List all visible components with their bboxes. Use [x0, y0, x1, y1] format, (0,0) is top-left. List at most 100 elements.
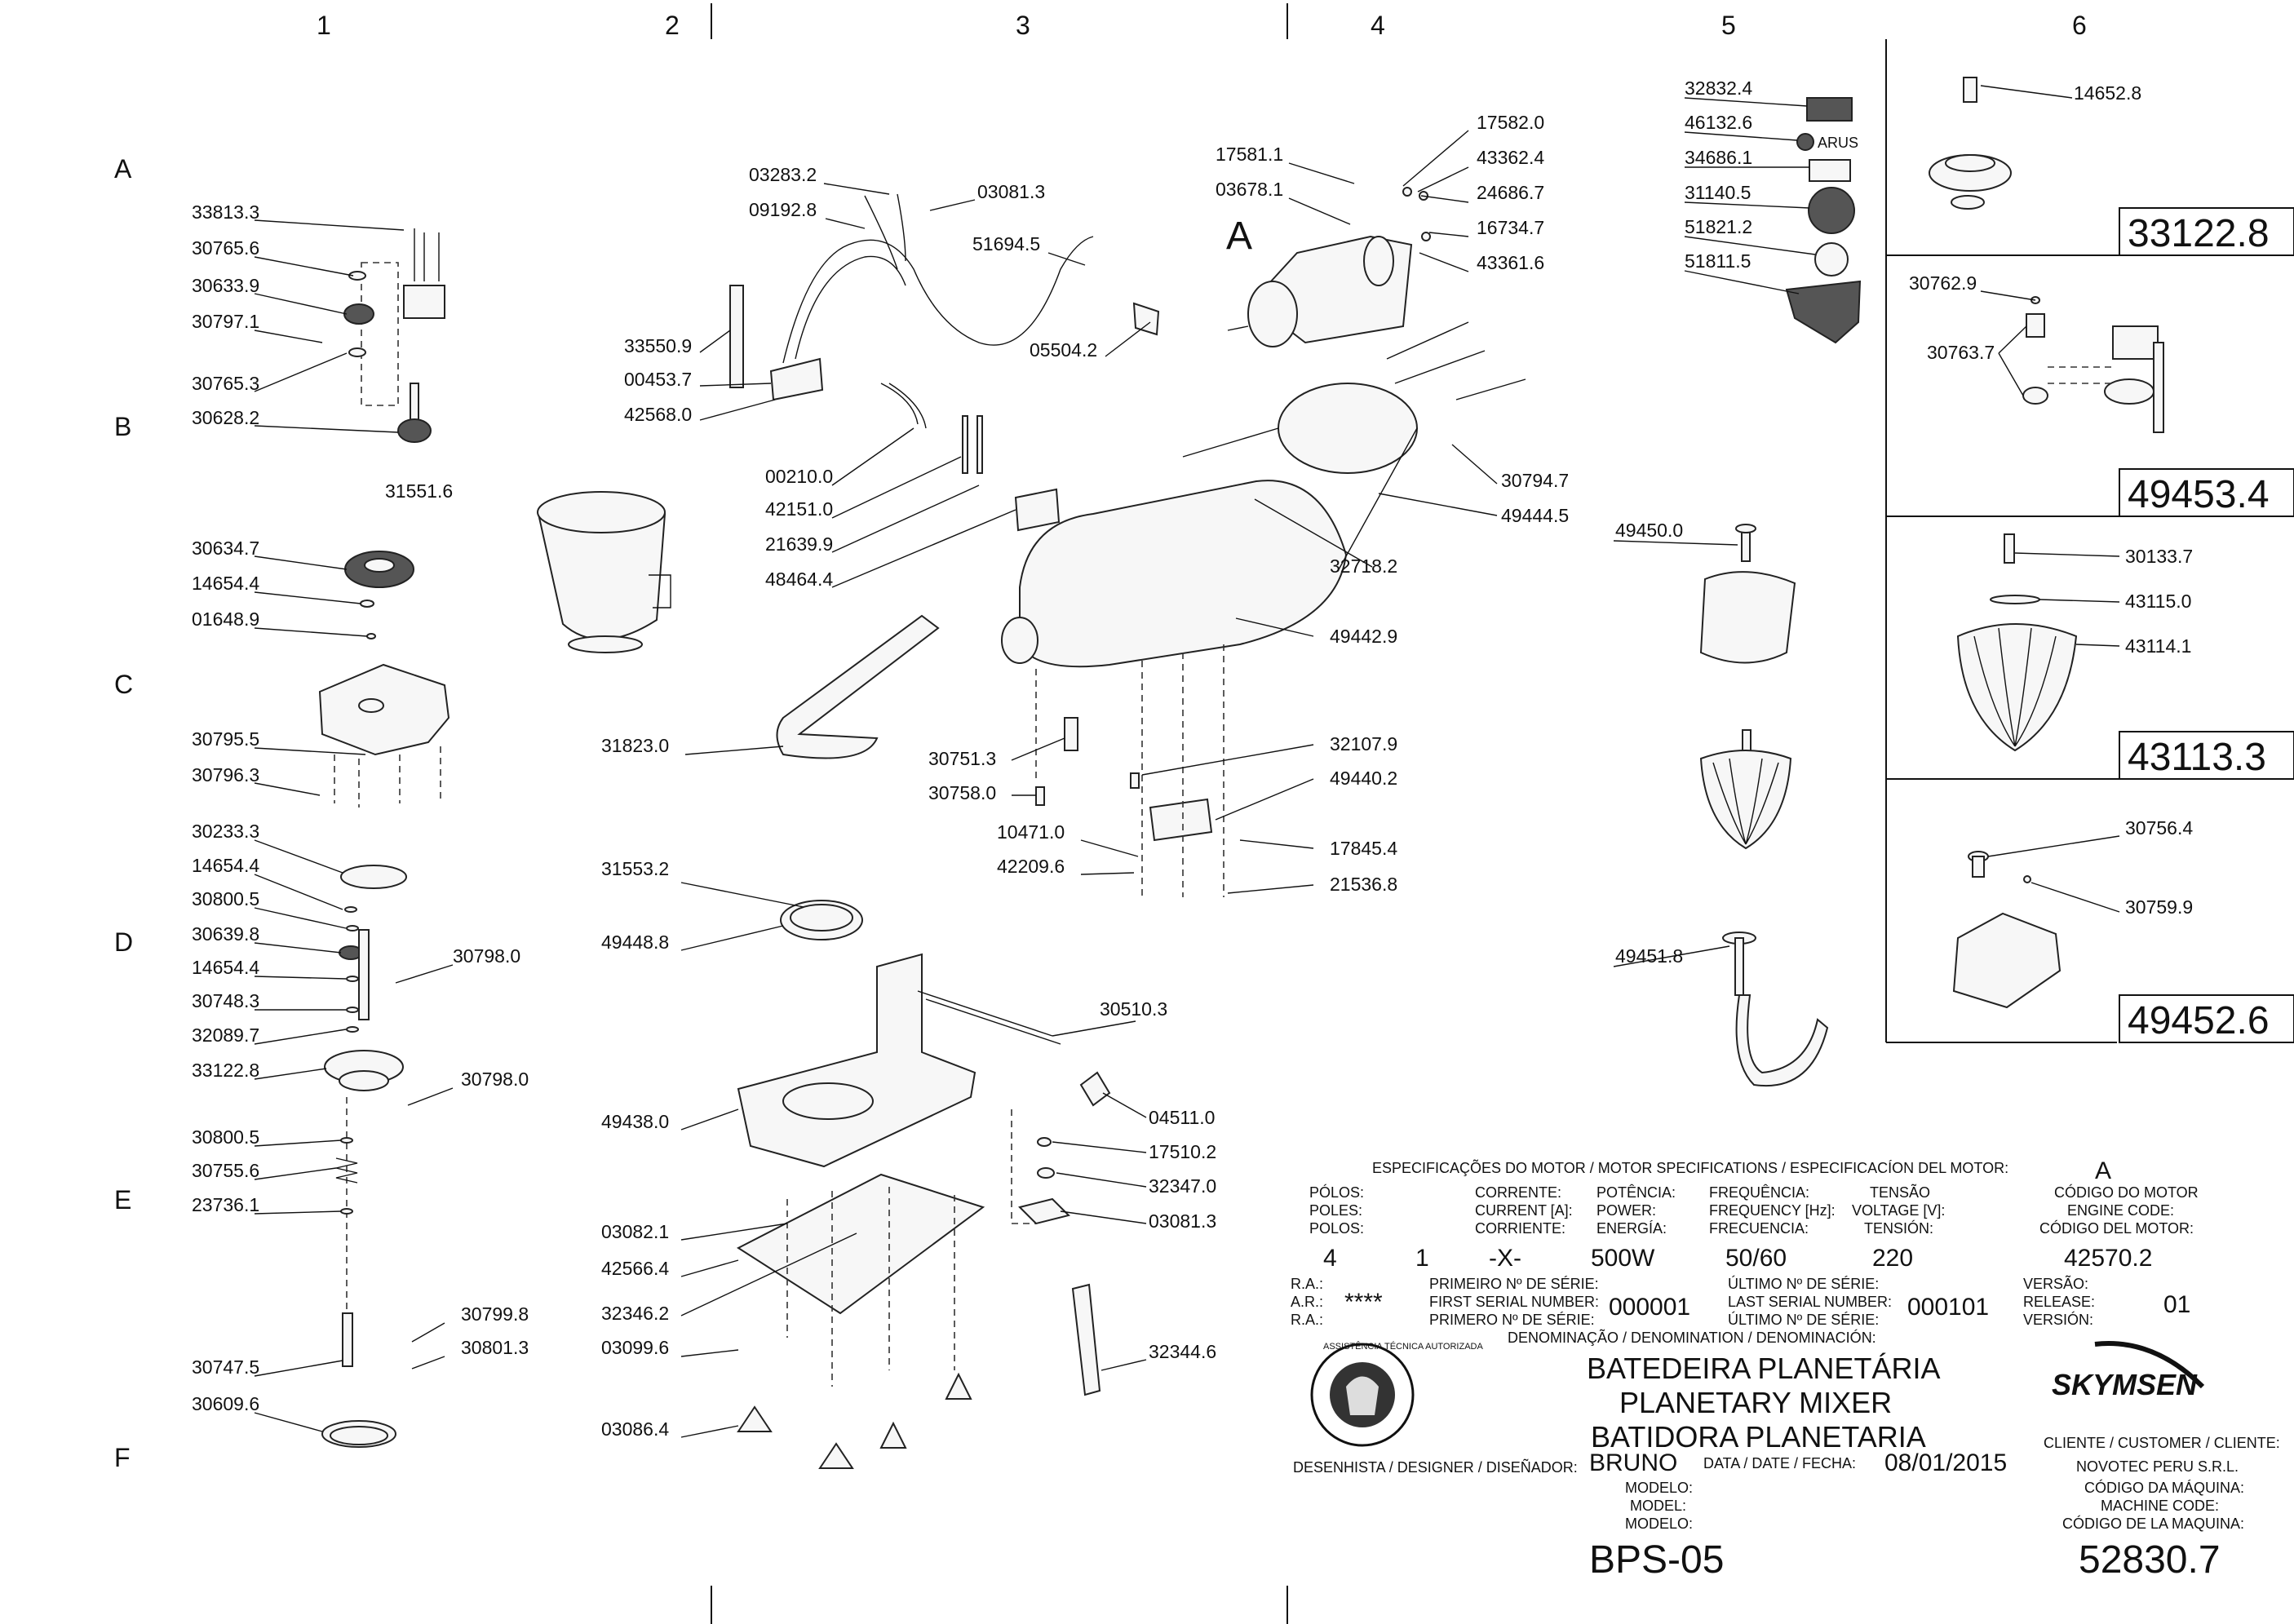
callout: 05504.2	[1030, 339, 1097, 361]
column-2-3-parts	[537, 193, 1526, 1469]
designer-label: DESENHISTA / DESIGNER / DISEÑADOR:	[1293, 1458, 1578, 1476]
callout: 21536.8	[1330, 874, 1397, 895]
callout: 42209.6	[997, 856, 1065, 877]
callout: 14654.4	[192, 573, 259, 594]
last-serial-label: ÚLTIMO Nº DE SÉRIE:	[1728, 1311, 1879, 1328]
callout: 03678.1	[1216, 179, 1283, 200]
callout: 30634.7	[192, 538, 259, 559]
callout: 30639.8	[192, 923, 259, 945]
date: 08/01/2015	[1884, 1449, 2007, 1476]
hdr-poles: POLOS:	[1309, 1220, 1364, 1237]
hdr-voltage: TENSIÓN:	[1864, 1219, 1933, 1237]
grid-row-e: E	[114, 1185, 131, 1215]
version-label: VERSÃO:	[2023, 1275, 2088, 1292]
assembly-box-2	[2119, 468, 2294, 517]
flat-beater	[1699, 571, 1796, 664]
assembly-code-4: 49452.6	[2128, 999, 2270, 1042]
first-serial-label: PRIMEIRO Nº DE SÉRIE:	[1429, 1276, 1599, 1292]
callout: 30765.3	[192, 373, 259, 394]
spec-values: 4 1 -X- 500W 50/60 220 42570.2	[1323, 1245, 2152, 1272]
callout: 30800.5	[192, 888, 259, 909]
pin-shaft	[342, 1312, 353, 1367]
callout: 32347.0	[1149, 1175, 1216, 1197]
bracket-outline	[361, 262, 399, 406]
customer-label: CLIENTE / CUSTOMER / CLIENTE:	[2044, 1435, 2280, 1451]
callout: 16734.7	[1477, 217, 1544, 238]
model-label: MODEL:	[1630, 1498, 1686, 1514]
val-poles: 4	[1323, 1245, 1337, 1272]
callout: 49444.5	[1501, 505, 1569, 526]
callout: 51811.5	[1685, 250, 1751, 272]
callout: 31823.0	[601, 735, 669, 756]
title-block: ESPECIFICAÇÕES DO MOTOR / MOTOR SPECIFIC…	[1291, 1157, 2280, 1582]
hdr-poles: POLES:	[1309, 1202, 1362, 1219]
callout: 03081.3	[977, 181, 1045, 202]
foot	[737, 1405, 773, 1432]
skymsen-brand: SKYMSEN	[2052, 1368, 2198, 1401]
callout: 43361.6	[1477, 252, 1544, 273]
callout: 30751.3	[928, 748, 996, 769]
callout: 03082.1	[601, 1221, 669, 1242]
spring	[335, 1157, 358, 1184]
column-4-parts: A	[1226, 187, 1431, 347]
ra-label: A.R.:	[1291, 1294, 1323, 1310]
speed-control	[1014, 488, 1061, 532]
assembly-code-3: 43113.3	[2128, 736, 2266, 779]
hdr-power: POWER:	[1596, 1202, 1656, 1219]
assembly-box-3	[2119, 731, 2294, 780]
callout: 43114.1	[2125, 635, 2191, 657]
assembly-code-2: 49453.4	[2128, 473, 2270, 516]
callout: 17581.1	[1216, 144, 1283, 165]
callout: 33122.8	[192, 1060, 259, 1081]
callout: 31553.2	[601, 858, 669, 879]
callout: 04511.0	[1149, 1107, 1215, 1128]
callout: 30755.6	[192, 1160, 259, 1181]
hdr-power: POTÊNCIA:	[1596, 1184, 1676, 1201]
hdr-current: CURRENT [A]:	[1475, 1202, 1573, 1219]
callout: 03081.3	[1149, 1210, 1216, 1232]
skymsen-logo: SKYMSEN	[2052, 1341, 2205, 1401]
gear-housing	[318, 663, 450, 756]
pinion-gear	[397, 418, 432, 443]
grid-row-c: C	[114, 670, 133, 699]
grid-row-d: D	[114, 927, 133, 957]
callout: 30799.8	[461, 1303, 529, 1325]
callout: 30763.7	[1927, 342, 1995, 363]
last-serial-label: LAST SERIAL NUMBER:	[1728, 1294, 1892, 1310]
grid-ticks	[711, 3, 1288, 1624]
callout: 14652.8	[2074, 82, 2141, 104]
callout: 30798.0	[453, 945, 520, 967]
leaders-col23	[680, 183, 1151, 1438]
info-sticker	[1809, 159, 1851, 182]
model: BPS-05	[1589, 1538, 1724, 1582]
callout: 30765.6	[192, 237, 259, 259]
callout: 32344.6	[1149, 1341, 1216, 1362]
customer: NOVOTEC PERU S.R.L.	[2076, 1458, 2239, 1475]
designer: BRUNO	[1589, 1449, 1677, 1476]
grid-col-6: 6	[2072, 11, 2087, 40]
last-serial: 000101	[1907, 1294, 1989, 1321]
callout: 49448.8	[601, 931, 669, 953]
callout: 30794.7	[1501, 470, 1569, 491]
whisk-assembly	[1956, 623, 2078, 752]
round-sticker	[1808, 187, 1855, 234]
ra-value: ****	[1344, 1289, 1383, 1316]
callout: 49438.0	[601, 1111, 669, 1132]
mixer-head	[1019, 480, 1348, 668]
callout: 30510.3	[1100, 998, 1167, 1020]
model-label: MODELO:	[1625, 1516, 1693, 1532]
callout: 34686.1	[1685, 147, 1752, 168]
callout: 31140.5	[1685, 182, 1751, 203]
callout: 32107.9	[1330, 733, 1397, 754]
callout: 30133.7	[2125, 546, 2193, 567]
assembly-code-1: 33122.8	[2128, 212, 2270, 255]
grid-row-labels: A B C D E F	[114, 154, 133, 1472]
callout: 48464.4	[765, 569, 833, 590]
callout: 51694.5	[972, 233, 1040, 254]
machine-code: 52830.7	[2079, 1538, 2221, 1582]
hdr-voltage: VOLTAGE [V]:	[1852, 1202, 1945, 1219]
leaders-col6	[1980, 85, 2120, 913]
ra-label: R.A.:	[1291, 1312, 1323, 1328]
column-1-parts	[318, 228, 450, 1448]
model-label: MODELO:	[1625, 1480, 1693, 1496]
